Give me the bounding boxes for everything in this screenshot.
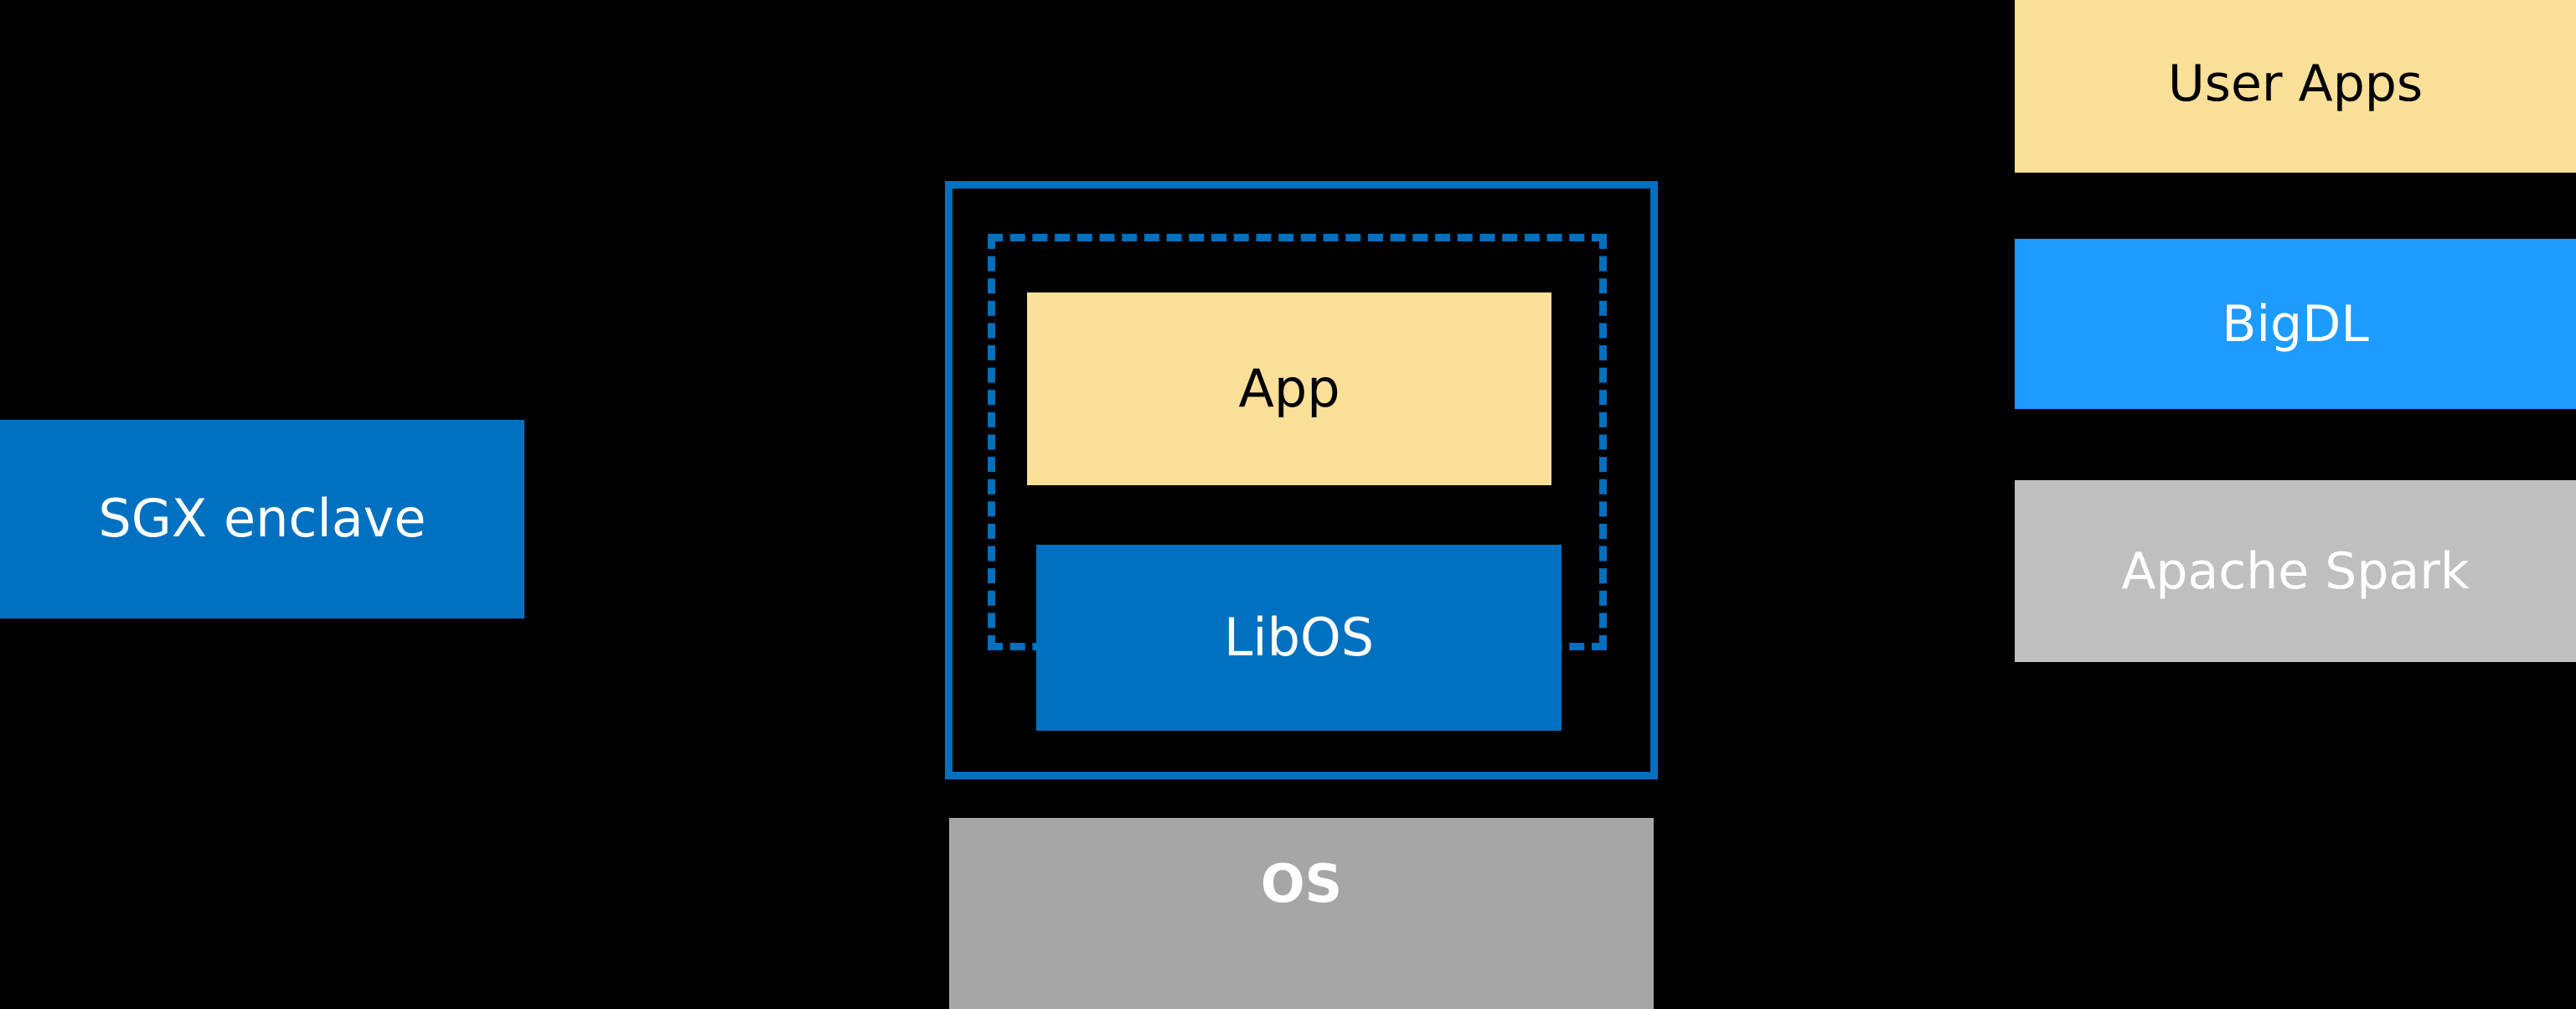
sgx-enclave-label: SGX enclave [98,488,426,550]
apache-spark-label: Apache Spark [2121,541,2470,601]
user-apps-label: User Apps [2167,54,2424,113]
os-box[interactable]: OS [949,818,1654,1009]
app-label: App [1238,357,1340,419]
apache-spark-box[interactable]: Apache Spark [2015,480,2576,662]
os-label: OS [1260,853,1343,914]
bigdl-label: BigDL [2222,294,2369,354]
enclave-outer-frame [945,181,1658,779]
bigdl-box[interactable]: BigDL [2015,239,2576,409]
user-apps-box[interactable]: User Apps [2015,0,2576,173]
sgx-enclave-box[interactable]: SGX enclave [0,420,524,618]
libos-box[interactable]: LibOS [1036,545,1562,731]
libos-label: LibOS [1223,606,1375,668]
app-box[interactable]: App [1027,292,1551,485]
